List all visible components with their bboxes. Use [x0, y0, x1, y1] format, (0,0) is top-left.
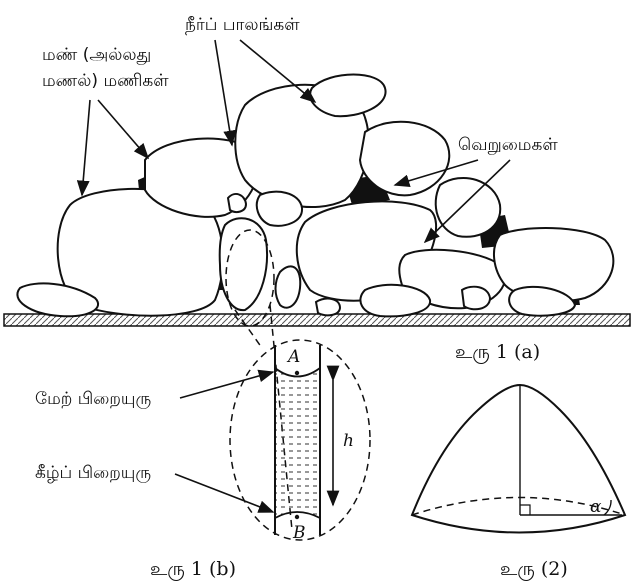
water-bridges-label: நீர்ப் பாலங்கள்	[185, 15, 300, 35]
point-a-label: A	[286, 347, 300, 367]
sand-grain	[360, 285, 430, 317]
sand-grain	[316, 299, 340, 316]
sand-grains-label-line2: மணல்) மணிகள்	[42, 71, 169, 91]
point-b-marker	[295, 515, 299, 519]
angle-alpha-label: α	[590, 497, 602, 517]
upper-meniscus-label: மேற் பிறையுரு	[35, 389, 151, 409]
sand-grain	[462, 287, 490, 310]
sand-grain-arrow	[98, 100, 148, 158]
figure-1a-caption: உரு 1 (a)	[455, 341, 540, 364]
point-a-marker	[295, 371, 299, 375]
sand-grain	[228, 194, 246, 212]
angle-arc	[604, 500, 611, 515]
sand-grain	[360, 122, 449, 196]
sand-grain	[310, 75, 385, 117]
voids-label: வெறுமைகள்	[458, 135, 558, 155]
sand-grain-pile	[4, 75, 630, 327]
sand-grain	[257, 192, 302, 226]
figure-1b-caption: உரு 1 (b)	[150, 558, 236, 581]
water-column	[275, 368, 320, 518]
lower-meniscus-arrow	[175, 474, 273, 512]
point-b-label: B	[292, 523, 306, 543]
water-bridge-arrow	[215, 40, 232, 145]
sand-grain	[220, 218, 267, 310]
figure-2-caption: உரு (2)	[500, 558, 568, 581]
upper-meniscus-arrow	[180, 372, 273, 398]
height-label: h	[343, 431, 354, 451]
sand-grain	[276, 266, 301, 307]
lower-meniscus-label: கீழ்ப் பிறையுரு	[35, 463, 151, 483]
sand-grain	[436, 178, 501, 237]
sand-grains-label-line1: மண் (அல்லது	[42, 45, 151, 65]
sand-grain-arrow	[82, 100, 90, 195]
right-angle-mark	[520, 505, 530, 515]
